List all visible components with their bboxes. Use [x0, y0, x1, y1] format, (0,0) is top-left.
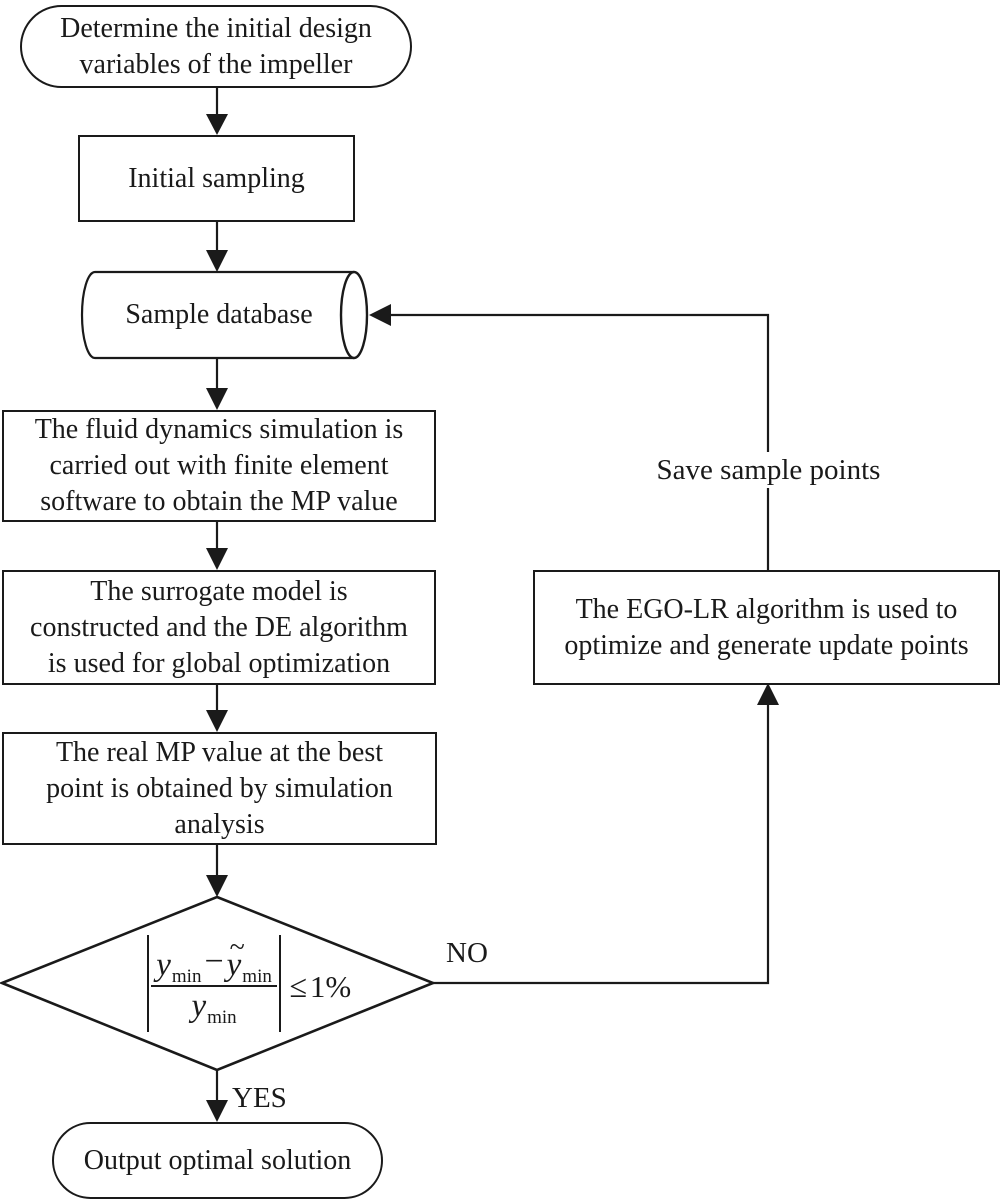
yes-branch-label: YES	[232, 1082, 287, 1114]
real-mp-label: The real MP value at the best point is o…	[46, 736, 393, 840]
ego-lr-process: The EGO-LR algorithm is used to optimize…	[533, 570, 1000, 685]
start-terminator: Determine the initial design variables o…	[20, 5, 412, 88]
surrogate-model-process: The surrogate model is constructed and t…	[2, 570, 436, 685]
sample-database-label: Sample database	[125, 299, 313, 330]
edge-start-to-initial-sampling	[206, 88, 228, 135]
edge-initial-sampling-to-database	[206, 222, 228, 272]
edge-decision-yes-to-output	[206, 1070, 228, 1122]
denominator-sub: min	[207, 1006, 237, 1028]
edge-decision-no-to-ego-lr	[433, 683, 779, 985]
ego-lr-label: The EGO-LR algorithm is used to optimize…	[564, 593, 969, 661]
abs-bar-left	[146, 934, 150, 1032]
output-terminator: Output optimal solution	[52, 1122, 383, 1199]
comparator-symbol: ≤	[289, 968, 307, 1004]
real-mp-process: The real MP value at the best point is o…	[2, 732, 437, 845]
cylinder-left-cap	[80, 270, 96, 360]
minus-operator: −	[204, 942, 224, 980]
sample-database-node: Sample database	[95, 272, 343, 358]
fluid-simulation-process: The fluid dynamics simulation is carried…	[2, 410, 436, 522]
tilde-y-wrap: ~y	[226, 933, 245, 983]
start-label: Determine the initial design variables o…	[60, 12, 372, 80]
denominator-var: y	[191, 987, 207, 1024]
edge-surrogate-to-real-mp	[206, 685, 228, 732]
save-sample-points-label: Save sample points	[640, 452, 897, 488]
numerator-left-sub: min	[171, 965, 202, 987]
surrogate-model-label: The surrogate model is constructed and t…	[30, 575, 408, 679]
tilde-accent: ~	[229, 931, 245, 963]
sample-database-cylinder-shape	[80, 270, 369, 360]
numerator-right-sub: min	[242, 965, 272, 987]
edge-real-mp-to-decision	[206, 845, 228, 897]
cylinder-right-cap	[339, 270, 369, 360]
fluid-simulation-label: The fluid dynamics simulation is carried…	[34, 414, 404, 517]
numerator-left-var: y	[156, 946, 171, 983]
initial-sampling-label: Initial sampling	[128, 162, 305, 194]
edge-fluid-simulation-to-surrogate	[206, 522, 228, 570]
edge-database-to-fluid-simulation	[206, 358, 228, 410]
abs-bar-right	[278, 934, 282, 1032]
no-branch-label: NO	[446, 937, 488, 969]
threshold-value: 1%	[309, 968, 352, 1004]
initial-sampling-process: Initial sampling	[78, 135, 355, 222]
numerator-right-var: y	[226, 946, 242, 983]
output-label: Output optimal solution	[83, 1144, 352, 1176]
